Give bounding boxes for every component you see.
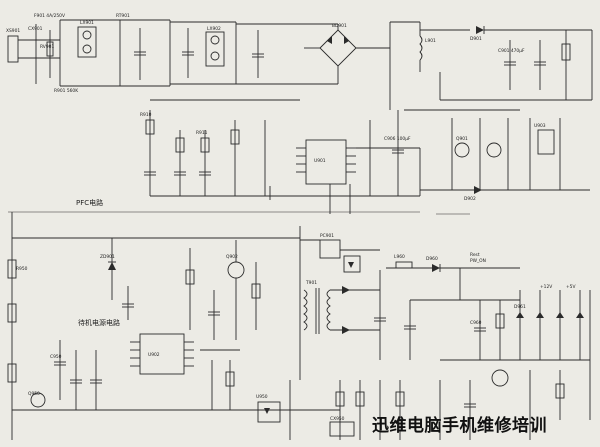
label-u902: U902 — [148, 352, 160, 358]
label-l960: L960 — [394, 254, 405, 260]
pfc-stage — [389, 21, 593, 194]
label-r911: R911 — [196, 130, 208, 136]
label-q902: Q902 — [226, 254, 238, 260]
label-f901: F901 4A/250V — [34, 13, 65, 19]
label-r910: R910 — [140, 112, 152, 118]
bridge-rectifier — [290, 23, 390, 85]
label-u901: U901 — [314, 158, 326, 164]
label-l901: L901 — [425, 38, 436, 44]
label-r950: R950 — [16, 266, 28, 272]
label-cx901: CX901 — [28, 26, 43, 32]
label-c906: C906 100μF — [384, 136, 411, 142]
label-d960: D960 — [426, 256, 438, 262]
label-lx902: LX902 — [207, 26, 221, 32]
label-q950: Q950 — [28, 391, 40, 397]
label-5v: +5V — [566, 284, 575, 290]
label-u950: U950 — [256, 394, 268, 400]
label-lx901: LX901 — [80, 20, 94, 26]
label-bd901: BD901 — [332, 23, 347, 29]
standby-controller — [12, 333, 300, 411]
standby-transformer — [299, 226, 416, 380]
label-q901: Q901 — [456, 136, 468, 142]
label-pc901: PC901 — [320, 233, 334, 239]
component-labels: XS901 F901 4A/250V CX901 RV901 LX901 R90… — [6, 13, 575, 422]
label-t901: T901 — [305, 280, 317, 286]
label-rt901: RT901 — [116, 13, 130, 19]
pfc-controller — [144, 99, 421, 214]
label-zd901: ZD901 — [100, 254, 115, 260]
label-d901: D901 — [470, 36, 482, 42]
label-c950: C950 — [50, 354, 62, 360]
label-u903: U903 — [534, 123, 546, 129]
label-cx950: CX950 — [330, 416, 345, 422]
label-d902: D902 — [464, 196, 476, 202]
watermark-text: 迅维电脑手机维修培训 — [372, 416, 547, 436]
label-12v: +12V — [540, 284, 552, 290]
section-labels: PFC电路 待机电源电路 — [76, 198, 120, 327]
input-filter-section — [7, 19, 290, 87]
label-pw-on: PW_ON — [470, 258, 486, 264]
standby-primary — [7, 212, 300, 440]
label-r901: R901 560K — [54, 88, 78, 94]
label-xs901: XS901 — [6, 28, 20, 34]
standby-outputs — [386, 261, 591, 440]
label-c960: C960 — [470, 320, 482, 326]
standby-section-label: 待机电源电路 — [78, 318, 120, 327]
standby-feedback — [257, 239, 405, 440]
label-d961: D961 — [514, 304, 526, 310]
pfc-section-label: PFC电路 — [76, 198, 103, 207]
label-rest: Rest — [470, 252, 480, 258]
label-c901: C901 470μF — [498, 48, 525, 54]
label-rv901: RV901 — [40, 44, 54, 50]
